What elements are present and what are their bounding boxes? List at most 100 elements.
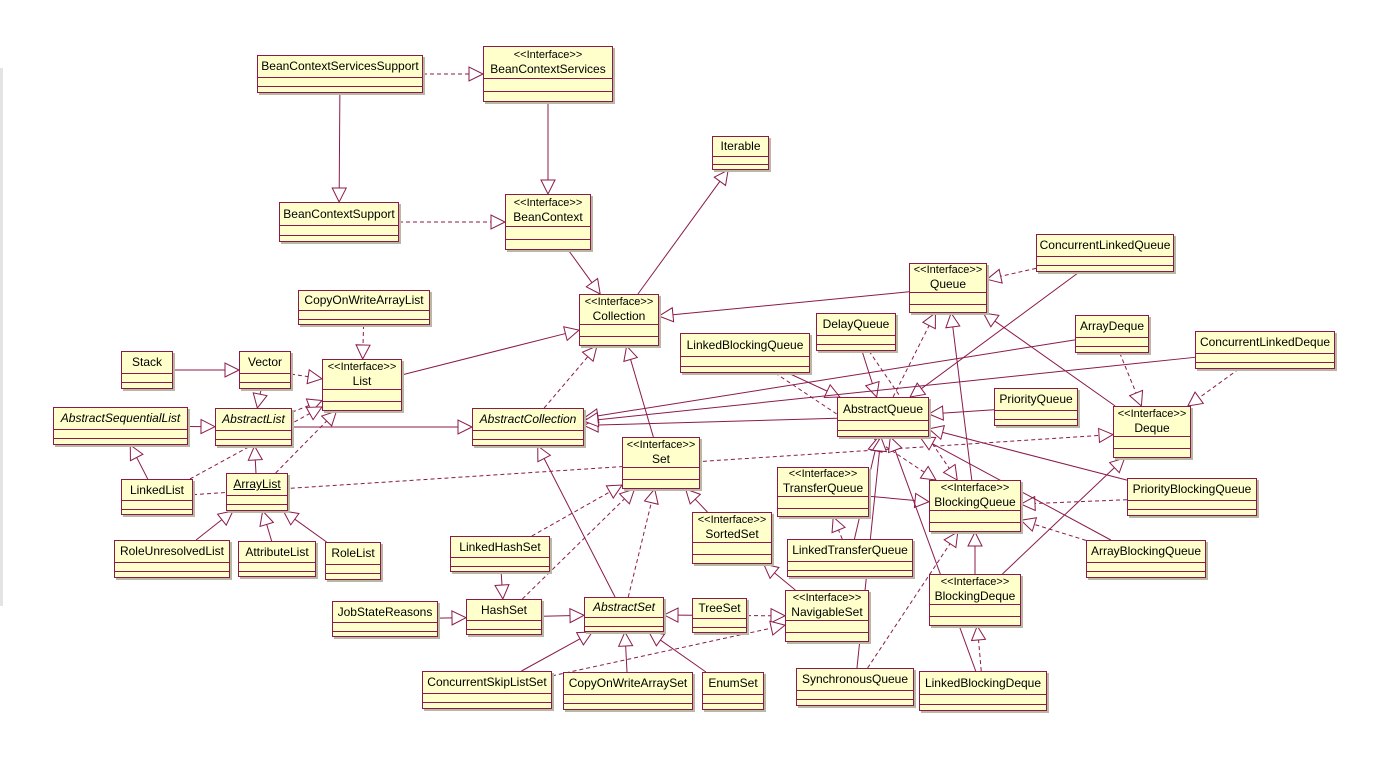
class-blocking-deque[interactable]: <<Interface>>BlockingDeque (929, 574, 1021, 626)
class-iterable[interactable]: Iterable (712, 136, 769, 170)
class-role-unresolved-list[interactable]: RoleUnresolvedList (114, 540, 230, 578)
class-abstract-queue[interactable]: AbstractQueue (837, 397, 929, 437)
class-header: JobStateReasons (333, 602, 437, 623)
stereotype-label: <<Interface>> (584, 295, 654, 308)
class-deque[interactable]: <<Interface>>Deque (1113, 406, 1191, 458)
class-array-blocking-queue[interactable]: ArrayBlockingQueue (1086, 540, 1206, 578)
hollow-arrowhead (967, 530, 983, 547)
hollow-arrowhead (582, 411, 600, 428)
class-header: TreeSet (693, 599, 746, 619)
class-bean-context-support[interactable]: BeanContextSupport (279, 202, 399, 242)
class-list[interactable]: <<Interface>>List (322, 359, 402, 411)
class-abstract-sequential-list[interactable]: AbstractSequentialList (53, 407, 188, 445)
class-copy-on-write-array-list[interactable]: CopyOnWriteArrayList (298, 290, 430, 325)
class-linked-hash-set[interactable]: LinkedHashSet (450, 536, 550, 572)
class-bean-context[interactable]: <<Interface>>BeanContext (505, 194, 591, 250)
hollow-arrowhead (864, 380, 880, 399)
class-name: SynchronousQueue (801, 672, 909, 686)
compartment-divider (995, 419, 1077, 420)
class-header: <<Interface>>TransferQueue (778, 468, 868, 497)
compartment-divider (681, 366, 809, 367)
class-queue[interactable]: <<Interface>>Queue (909, 263, 987, 313)
class-sorted-set[interactable]: <<Interface>>SortedSet (692, 512, 772, 564)
class-name: LinkedBlockingQueue (686, 337, 804, 352)
generalization-priority-blocking-queue-to-abstract-queue (927, 424, 1128, 481)
class-abstract-list[interactable]: AbstractList (215, 408, 292, 446)
compartment-divider (703, 703, 763, 704)
class-tree-set[interactable]: TreeSet (692, 598, 747, 633)
class-collection[interactable]: <<Interface>>Collection (579, 294, 659, 346)
realization-array-blocking-queue-to-blocking-queue (1019, 517, 1087, 541)
class-concurrent-linked-queue[interactable]: ConcurrentLinkedQueue (1036, 234, 1174, 272)
compartment-divider (693, 554, 771, 555)
class-array-deque[interactable]: ArrayDeque (1075, 315, 1149, 353)
class-linked-transfer-queue[interactable]: LinkedTransferQueue (787, 539, 913, 577)
generalization-collection-to-iterable (637, 169, 729, 295)
class-synchronous-queue[interactable]: SynchronousQueue (796, 668, 914, 706)
class-header: <<Interface>>BlockingDeque (930, 575, 1020, 605)
class-delay-queue[interactable]: DelayQueue (816, 313, 896, 351)
class-name: AbstractSequentialList (60, 411, 181, 425)
relation-line (894, 449, 977, 672)
relation-line (531, 491, 611, 537)
class-abstract-set[interactable]: AbstractSet (584, 597, 664, 632)
class-name: ArrayList (233, 477, 281, 491)
class-vector[interactable]: Vector (239, 351, 291, 389)
class-navigable-set[interactable]: <<Interface>>NavigableSet (785, 590, 869, 642)
class-blocking-queue[interactable]: <<Interface>>BlockingQueue (929, 480, 1021, 532)
class-name: List (352, 373, 372, 388)
class-enum-set[interactable]: EnumSet (702, 672, 764, 710)
class-attribute-list[interactable]: AttributeList (238, 541, 316, 577)
compartment-divider (467, 629, 541, 630)
generalization-linked-list-to-abstract-sequential-list (129, 444, 149, 480)
class-role-list[interactable]: RoleList (325, 542, 381, 580)
relation-line (932, 443, 1112, 541)
relation-line (567, 249, 593, 283)
class-name: BeanContextSupport (283, 206, 395, 221)
class-stack[interactable]: Stack (121, 351, 173, 389)
relation-line (1034, 499, 1128, 505)
compartment-divider (54, 438, 187, 439)
relation-line (1119, 352, 1137, 394)
class-header: AttributeList (239, 542, 315, 563)
class-hash-set[interactable]: HashSet (466, 599, 542, 635)
class-copy-on-write-array-set[interactable]: CopyOnWriteArraySet (563, 672, 693, 710)
hollow-arrowhead (769, 620, 787, 636)
relation-line (868, 495, 916, 501)
relation-line (543, 458, 616, 598)
class-name: SortedSet (705, 526, 759, 541)
class-transfer-queue[interactable]: <<Interface>>TransferQueue (777, 467, 869, 517)
class-linked-list[interactable]: LinkedList (121, 479, 193, 515)
class-bean-context-services[interactable]: <<Interface>>BeanContextServices (483, 46, 613, 102)
class-priority-queue[interactable]: PriorityQueue (994, 388, 1078, 426)
class-array-list[interactable]: ArrayList (226, 473, 288, 511)
class-linked-blocking-deque[interactable]: LinkedBlockingDeque (919, 671, 1047, 711)
relation-line (136, 457, 149, 480)
compartment-divider (239, 571, 315, 572)
hollow-arrowhead (623, 344, 639, 363)
compartment-divider (1037, 265, 1173, 266)
compartment-divider (1076, 346, 1148, 347)
class-header: LinkedList (122, 480, 192, 501)
class-name: ArrayBlockingQueue (1090, 544, 1202, 558)
class-linked-blocking-queue[interactable]: LinkedBlockingQueue (680, 333, 810, 373)
relation-line (637, 181, 721, 295)
class-header: SynchronousQueue (797, 669, 913, 691)
class-name: TransferQueue (782, 481, 864, 495)
class-priority-blocking-queue[interactable]: PriorityBlockingQueue (1127, 478, 1257, 516)
compartment-divider (910, 304, 986, 305)
class-name: Set (651, 451, 670, 466)
class-abstract-collection[interactable]: AbstractCollection (472, 408, 584, 446)
class-bean-context-services-support[interactable]: BeanContextServicesSupport (257, 55, 423, 93)
generalization-deque-to-queue (982, 312, 1116, 407)
class-concurrent-linked-deque[interactable]: ConcurrentLinkedDeque (1195, 331, 1335, 369)
hollow-arrowhead (913, 492, 931, 509)
hollow-arrowhead (762, 563, 780, 580)
class-header: <<Interface>>Set (623, 438, 699, 468)
class-job-state-reasons[interactable]: JobStateReasons (332, 601, 438, 637)
class-concurrent-skip-list-set[interactable]: ConcurrentSkipListSet (422, 671, 552, 709)
class-header: <<Interface>>SortedSet (693, 513, 771, 543)
generalization-role-unresolved-list-to-array-list (195, 510, 234, 541)
class-set[interactable]: <<Interface>>Set (622, 437, 700, 489)
relation-line (660, 639, 707, 673)
